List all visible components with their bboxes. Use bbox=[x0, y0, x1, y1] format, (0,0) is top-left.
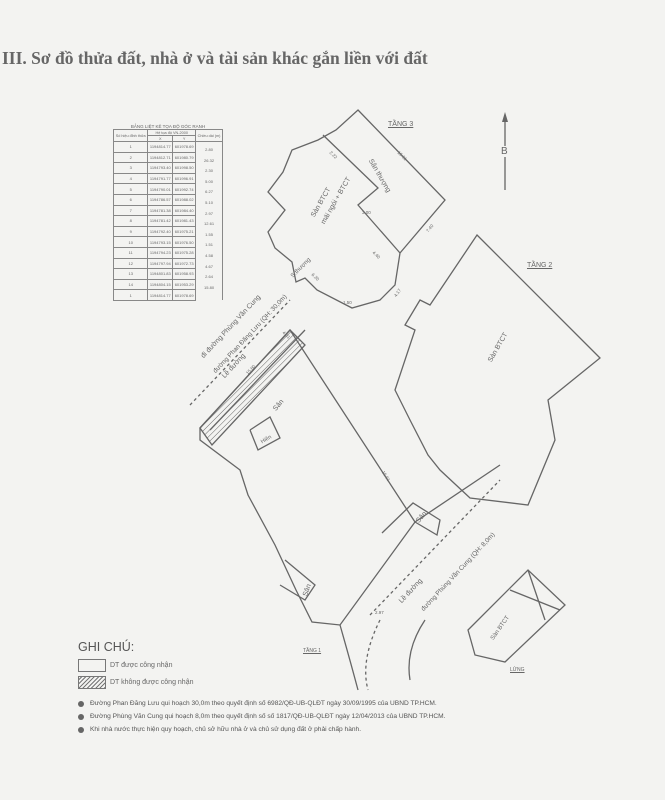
legend-item: DT được công nhận bbox=[78, 657, 193, 674]
floor2-label: TẦNG 2 bbox=[527, 262, 553, 269]
table-cell: 12 bbox=[112, 257, 149, 270]
note-text: Khi nhà nước thực hiện quy hoạch, chủ sở… bbox=[90, 726, 362, 733]
dimension-label: 3.00 bbox=[362, 210, 371, 215]
floor2-outline bbox=[394, 233, 601, 506]
floor1-san bbox=[381, 502, 441, 537]
length-cell: 6.27 bbox=[195, 183, 223, 195]
floor3-inner bbox=[322, 134, 401, 254]
table-cell: 14 bbox=[112, 278, 149, 291]
table-cell: 1194797.94 bbox=[147, 257, 174, 270]
legend-heading: GHI CHÚ: bbox=[78, 640, 135, 654]
legend-text: DT không được công nhận bbox=[110, 679, 194, 686]
length-cell: 1.55 bbox=[195, 226, 223, 237]
length-cell: 4.67 bbox=[195, 258, 223, 269]
section-title: III. Sơ đồ thửa đất, nhà ở và tài sản kh… bbox=[2, 48, 428, 68]
length-cell: 12.61 bbox=[195, 215, 223, 227]
length-cell: 5.10 bbox=[195, 194, 223, 206]
north-label: B bbox=[501, 146, 508, 157]
legend-text: DT được công nhận bbox=[110, 662, 173, 669]
col-subheader: Y bbox=[172, 135, 197, 142]
table-cell: 1194804.15 bbox=[147, 278, 174, 291]
bullet-icon bbox=[78, 726, 84, 733]
length-cell: 2.64 bbox=[195, 268, 223, 280]
length-cell: 15.80 bbox=[195, 279, 223, 290]
col-header: Số hiệu đỉnh thửa bbox=[112, 129, 149, 142]
dimension-label: 1.50 bbox=[343, 300, 352, 305]
note-text: Đường Phùng Văn Cung qui hoạch 8,0m theo… bbox=[90, 713, 446, 720]
mezzanine-outline bbox=[467, 569, 566, 663]
floor3-outline bbox=[267, 109, 446, 309]
hatched-swatch bbox=[78, 676, 106, 689]
length-cell: 2.97 bbox=[195, 205, 223, 216]
col-header: Chiều dài (m) bbox=[195, 129, 223, 142]
length-cell: 5.00 bbox=[195, 173, 223, 184]
col-subheader: X bbox=[147, 135, 174, 142]
table-cell: 1194814.77 bbox=[147, 289, 174, 301]
note-item: Khi nhà nước thực hiện quy hoạch, chủ sở… bbox=[78, 723, 445, 736]
note-item: Đường Phùng Văn Cung qui hoạch 8,0m theo… bbox=[78, 710, 445, 723]
length-cell: 2.30 bbox=[195, 162, 223, 174]
bullet-icon bbox=[78, 700, 84, 707]
note-item: Đường Phan Đăng Lưu qui hoạch 30,0m theo… bbox=[78, 697, 445, 710]
bullet-icon bbox=[78, 713, 84, 720]
length-cell: 2.80 bbox=[195, 141, 223, 153]
mezzanine-label: LỬNG bbox=[510, 667, 525, 673]
floor1-san-left bbox=[279, 559, 316, 601]
table-cell: 1194801.83 bbox=[147, 268, 174, 280]
legend: GHI CHÚ: DT được công nhận DT không được… bbox=[78, 640, 193, 691]
length-cell: 26.32 bbox=[195, 152, 223, 163]
coordinate-table: BẢNG LIỆT KÊ TỌA ĐỘ GÓC RANH Số hiệu đỉn… bbox=[112, 124, 223, 301]
hatched-area bbox=[199, 329, 306, 447]
table-cell: 13 bbox=[112, 268, 149, 280]
table-cell: 1194794.23 bbox=[147, 246, 174, 259]
floor3-label: TẦNG 3 bbox=[388, 121, 414, 128]
length-cell bbox=[195, 289, 223, 301]
dimension-label: 2.97 bbox=[375, 610, 384, 615]
length-cell: 1.51 bbox=[195, 236, 223, 248]
table-caption: BẢNG LIỆT KÊ TỌA ĐỘ GÓC RANH bbox=[130, 124, 206, 129]
table-cell: 11 bbox=[112, 246, 149, 259]
floor1-outline bbox=[199, 328, 416, 626]
recognized-swatch bbox=[78, 659, 106, 672]
legend-item: DT không được công nhận bbox=[78, 674, 193, 691]
length-cell: 4.58 bbox=[195, 247, 223, 259]
floor1-hien bbox=[249, 416, 281, 451]
note-text: Đường Phan Đăng Lưu qui hoạch 30,0m theo… bbox=[90, 700, 437, 707]
table-cell: 1 bbox=[112, 289, 149, 301]
notes: Đường Phan Đăng Lưu qui hoạch 30,0m theo… bbox=[78, 697, 445, 736]
floor1-label: TẦNG 1 bbox=[303, 648, 322, 654]
